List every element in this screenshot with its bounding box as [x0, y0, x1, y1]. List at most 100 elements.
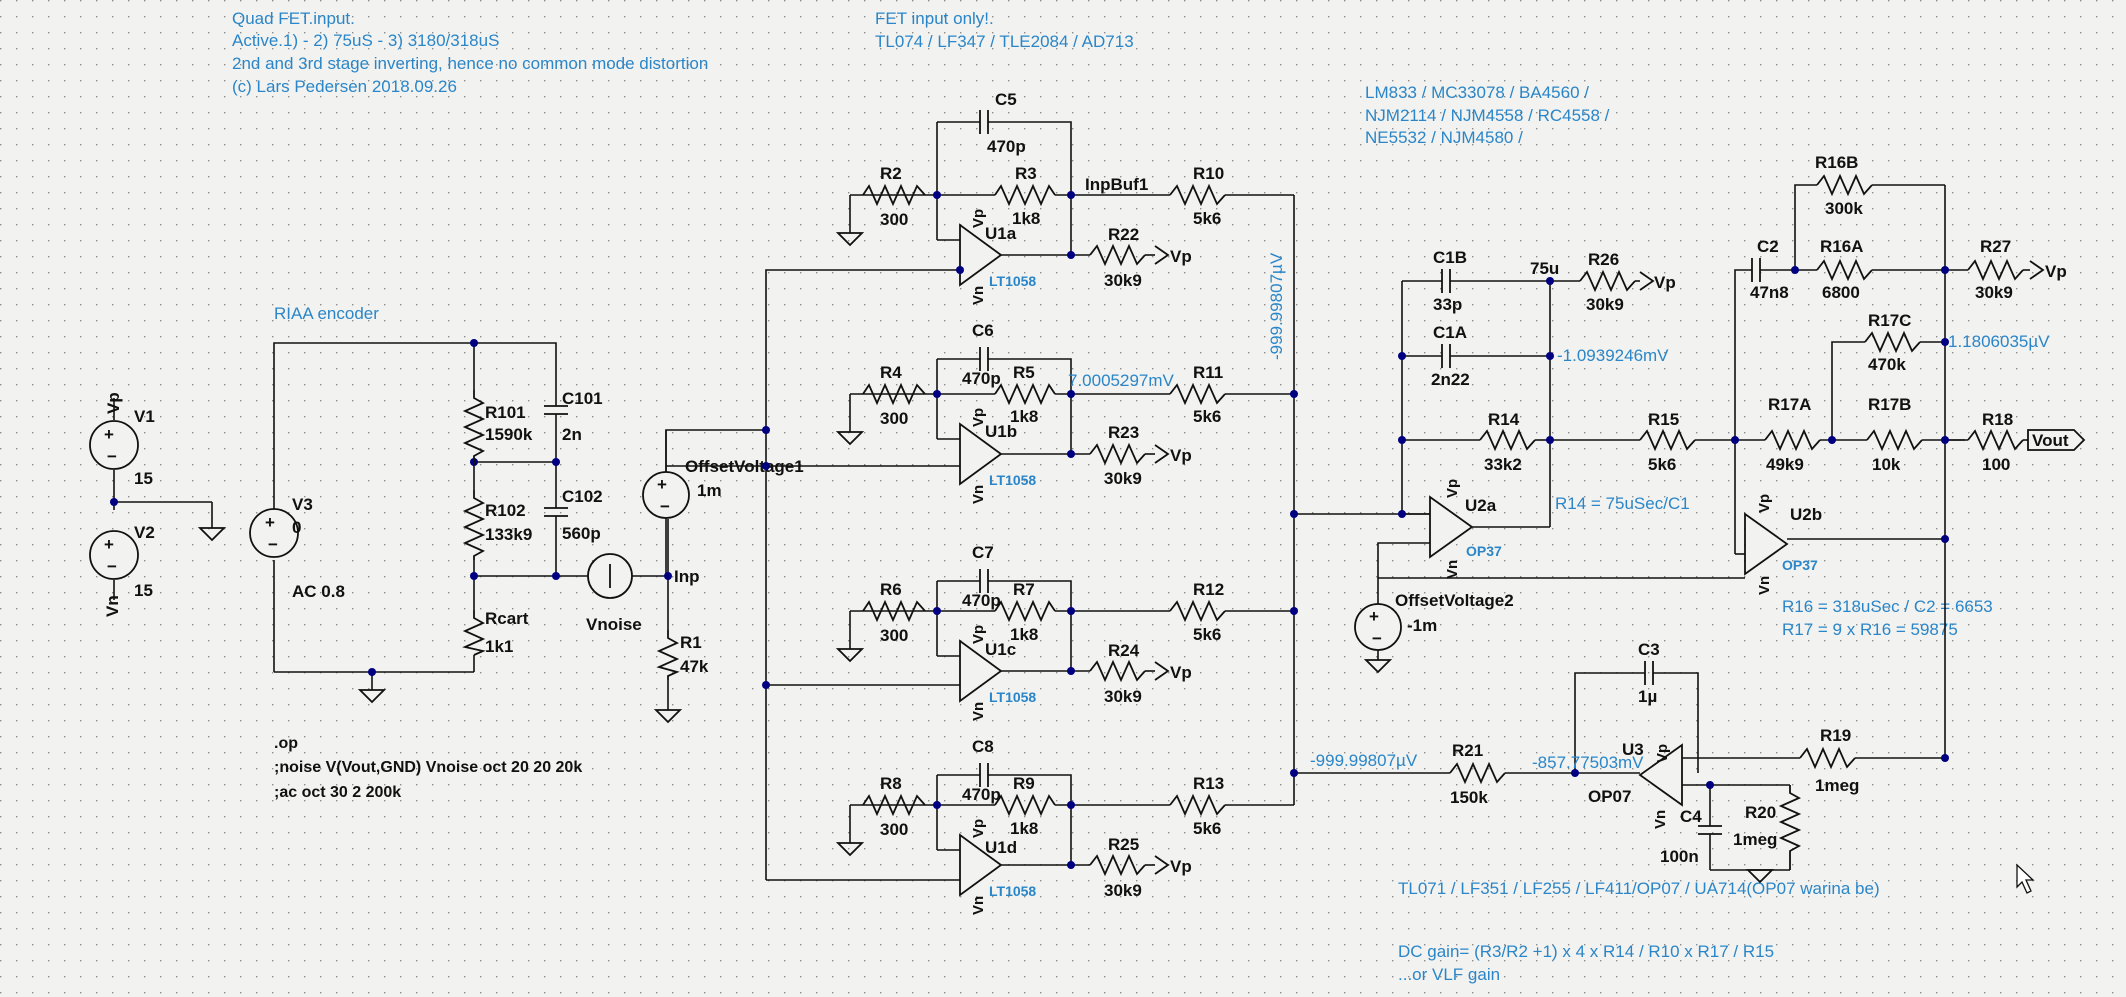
- r26-name: R26: [1588, 250, 1619, 269]
- voltage-source-v2[interactable]: + − V2 15: [89, 523, 155, 600]
- net-label-vout[interactable]: Vout: [2032, 431, 2069, 450]
- r16b-name: R16B: [1815, 153, 1858, 172]
- r11-value: 5k6: [1193, 407, 1221, 426]
- u3-vp: Vp: [1654, 744, 1671, 763]
- voltage-source-v1[interactable]: + − V1 15: [89, 407, 155, 488]
- resistor-r1[interactable]: R1 47k: [656, 630, 709, 680]
- svg-text:−: −: [107, 557, 117, 576]
- note-opamps-1: LM833 / MC33078 / BA4560 /: [1365, 83, 1589, 102]
- v3-name: V3: [292, 495, 313, 514]
- r24-name: R24: [1108, 641, 1140, 660]
- c6-name: C6: [972, 321, 994, 340]
- offset-voltage-2[interactable]: + − OffsetVoltage2 -1m: [1354, 580, 1514, 674]
- noise-source-vnoise[interactable]: Vnoise: [586, 553, 668, 634]
- r7-value: 1k8: [1010, 625, 1038, 644]
- svg-text:+: +: [104, 425, 114, 444]
- header-notes-mid: FET input only!. TL074 / LF347 / TLE2084…: [875, 9, 1134, 51]
- v1-name: V1: [134, 407, 155, 426]
- c5-value: 470p: [987, 137, 1026, 156]
- r22-vp: Vp: [1170, 247, 1192, 266]
- r3-name: R3: [1015, 164, 1037, 183]
- c102-name: C102: [562, 487, 603, 506]
- r1-value: 47k: [680, 657, 709, 676]
- u3-name: U3: [1622, 740, 1644, 759]
- resistor-r102[interactable]: R102 133k9: [462, 490, 532, 560]
- c5-name: C5: [995, 90, 1017, 109]
- r101-value: 1590k: [485, 425, 533, 444]
- r11-name: R11: [1193, 363, 1223, 382]
- directive-op[interactable]: .op: [274, 735, 298, 752]
- r14-name: R14: [1488, 410, 1520, 429]
- u1c-part: LT1058: [989, 689, 1036, 705]
- svg-text:+: +: [1369, 607, 1379, 626]
- stage-4: [835, 763, 1294, 897]
- note-r17-formula: R17 = 9 x R16 = 59875: [1782, 620, 1958, 639]
- spice-directives[interactable]: .op ;noise V(Vout,GND) Vnoise oct 20 20 …: [274, 735, 582, 801]
- r10-value: 5k6: [1193, 209, 1221, 228]
- directive-ac[interactable]: ;ac oct 30 2 200k: [274, 784, 401, 801]
- offsetvoltage2-value: -1m: [1407, 616, 1437, 635]
- v2-name: V2: [134, 523, 155, 542]
- v3-value: 0: [292, 518, 301, 537]
- note-r14-formula: R14 = 75uSec/C1: [1555, 494, 1690, 513]
- u2a-section: [1377, 269, 1735, 580]
- rcart-name: Rcart: [485, 609, 529, 628]
- c2-name: C2: [1757, 237, 1779, 256]
- note-riaa-encoder: RIAA encoder: [274, 304, 379, 323]
- svg-text:−: −: [1372, 629, 1382, 648]
- r12-name: R12: [1193, 580, 1224, 599]
- voltage-source-v3[interactable]: + − V3 0 AC 0.8: [249, 495, 345, 601]
- r24-value: 30k9: [1104, 687, 1142, 706]
- summing-bus: -999.99807µV 7.0005297mV: [1068, 195, 1430, 805]
- u1d-name: U1d: [985, 838, 1017, 857]
- c1a-value: 2n22: [1431, 370, 1470, 389]
- r4-value: 300: [880, 409, 908, 428]
- voltage-inpbuf-sum: -999.99807µV: [1267, 252, 1286, 360]
- r16b-value: 300k: [1825, 199, 1863, 218]
- resistor-rcart[interactable]: Rcart 1k1: [462, 609, 529, 656]
- r18-name: R18: [1982, 410, 2013, 429]
- servo-section: [1400, 661, 1949, 884]
- svg-text:+: +: [104, 535, 114, 554]
- r6-value: 300: [880, 626, 908, 645]
- offset-voltage-1[interactable]: + − OffsetVoltage1 1m: [642, 430, 804, 519]
- resistor-r101[interactable]: R101 1590k: [462, 390, 533, 465]
- input-distribution-bus: [666, 269, 960, 881]
- r23-vp: Vp: [1170, 446, 1192, 465]
- servo-labels: -999.99807µV R21 150k -857.77503mV C3 1µ…: [1310, 640, 1859, 866]
- voltage-u3-in: -857.77503mV: [1532, 753, 1644, 772]
- stage-1: [835, 110, 1294, 287]
- directive-noise[interactable]: ;noise V(Vout,GND) Vnoise oct 20 20 20k: [274, 759, 582, 776]
- stage-4-labels: R8 300 C8 470p R9 1k8 R13 5k6 R25 30k9 V…: [880, 737, 1224, 915]
- c101-value: 2n: [562, 425, 582, 444]
- u1c-name: U1c: [985, 640, 1016, 659]
- r18-value: 100: [1982, 455, 2010, 474]
- c7-value: 470p: [962, 591, 1001, 610]
- u1a-name: U1a: [985, 224, 1017, 243]
- r5-value: 1k8: [1010, 407, 1038, 426]
- svg-text:−: −: [660, 497, 670, 516]
- stage-3-labels: R6 300 C7 470p R7 1k8 R12 5k6 R24 30k9 V…: [880, 543, 1224, 721]
- r19-value: 1meg: [1815, 776, 1859, 795]
- svg-text:−: −: [107, 447, 117, 466]
- offsetvoltage1-value: 1m: [697, 481, 722, 500]
- u1d-vn: Vn: [970, 896, 987, 915]
- r27-vp: Vp: [2045, 262, 2067, 281]
- r102-name: R102: [485, 501, 526, 520]
- vnoise-name: Vnoise: [586, 615, 642, 634]
- r16a-value: 6800: [1822, 283, 1860, 302]
- capacitor-c102[interactable]: C102 560p: [544, 487, 603, 543]
- r17b-value: 10k: [1872, 455, 1901, 474]
- u1b-part: LT1058: [989, 472, 1036, 488]
- v1-value: 15: [134, 469, 153, 488]
- note-inverting: 2nd and 3rd stage inverting, hence no co…: [232, 54, 708, 73]
- capacitor-c101[interactable]: C101 2n: [544, 389, 603, 444]
- r15-value: 5k6: [1648, 455, 1676, 474]
- u1d-vp: Vp: [970, 819, 987, 838]
- rcart-value: 1k1: [485, 637, 513, 656]
- r25-value: 30k9: [1104, 881, 1142, 900]
- r17c-value: 470k: [1868, 355, 1906, 374]
- u2a-labels: C1B 33p C1A 2n22 R14 33k2 75u R26 30k9 V…: [1431, 248, 1679, 579]
- voltage-r17c-node: 1.1806035µV: [1948, 332, 2050, 351]
- note-vlf-gain: ...or VLF gain: [1398, 965, 1500, 984]
